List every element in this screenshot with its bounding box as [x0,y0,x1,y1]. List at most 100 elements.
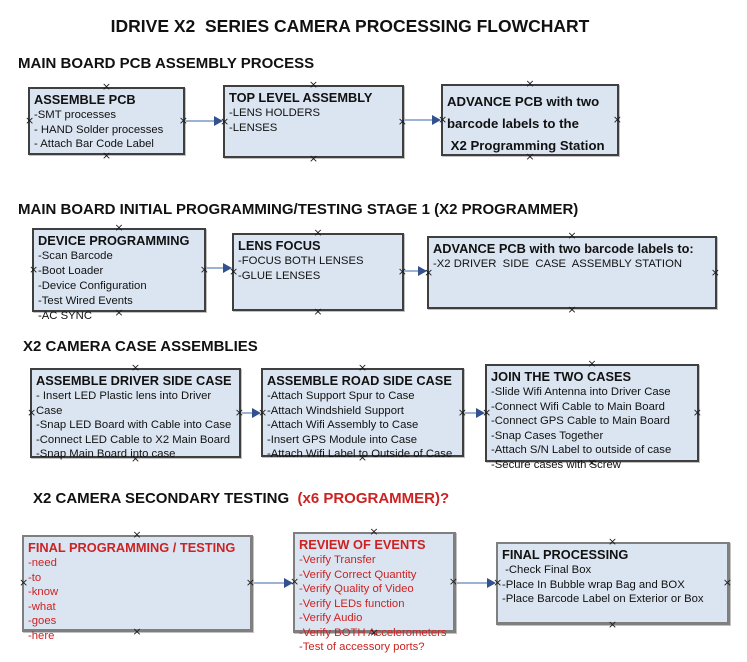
box-title: ASSEMBLE ROAD SIDE CASE [267,373,452,388]
arrow-line [457,582,491,584]
box-item: -Snap LED Board with Cable into Case [36,419,232,431]
flow-box-assemble-driver-side-case: ASSEMBLE DRIVER SIDE CASE - Insert LED P… [27,362,244,464]
arrow-line [242,412,256,414]
arrow-line [206,267,227,269]
box-item: -Connect GPS Cable to Main Board [491,415,670,427]
box-item-list: -LENS HOLDERS-LENSES [225,106,402,135]
box-item: -X2 DRIVER SIDE CASE ASSEMBLY STATION [433,258,683,270]
arrow-line [465,412,480,414]
box-item: -know [28,586,59,598]
box-item: -need [28,557,57,569]
arrow-head-icon [284,578,293,588]
anchor-handle-icon: × [313,305,323,318]
box-item: -Verify LEDs function [299,597,405,610]
box-title: ADVANCE PCB with two barcode labels to: [433,241,694,256]
box-item: -Place Barcode Label on Exterior or Box [502,593,704,605]
box-item: -Insert GPS Module into Case [267,433,418,446]
box-item: -Verify Transfer [299,554,376,566]
box-item: -Place In Bubble wrap Bag and BOX [502,578,685,591]
box-item: -Slide Wifi Antenna into Driver Case [491,386,671,398]
box-item-list: -Attach Support Spur to Case-Attach Wind… [263,389,462,462]
section-header-red-part: (x6 PROGRAMMER)? [297,490,450,507]
connector-arrow [457,578,496,588]
box-title: JOIN THE TWO CASES [491,369,632,384]
arrow-head-icon [252,408,261,418]
box-item: -Attach S/N Label to outside of case [491,444,672,456]
arrow-line [404,119,436,121]
connector-arrow [242,408,261,418]
section-header-secondary-testing: X2 CAMERA SECONDARY TESTING (x6 PROGRAMM… [33,490,449,507]
arrow-head-icon [418,266,427,276]
box-item: -GLUE LENSES [238,269,321,282]
box-item: -Snap Cases Together [491,429,604,442]
box-item: -Connect LED Cable to X2 Main Board [36,433,231,446]
box-item-list: -Check Final Box -Place In Bubble wrap Ba… [498,563,727,607]
arrow-line [404,270,422,272]
connector-arrow [254,578,293,588]
box-title: FINAL PROCESSING [502,547,629,562]
arrow-head-icon [214,116,223,126]
anchor-handle-icon: × [607,618,618,631]
box-item: -Test Wired Events [38,295,133,307]
flow-box-review-of-events: REVIEW OF EVENTS -Verify Transfer -Verify… [290,526,458,653]
section-header-initial-programming: MAIN BOARD INITIAL PROGRAMMING/TESTING S… [18,201,579,218]
flow-box-assemble-road-side-case: ASSEMBLE ROAD SIDE CASE -Attach Support … [258,362,467,463]
box-item-list: -need -to -know -what -goes -here [24,556,250,643]
box-item: -Attach Support Spur to Case [267,390,415,402]
flow-box-final-processing: FINAL PROCESSING -Check Final Box -Place … [493,536,732,630]
box-item: -Attach Wifi Label to Outside of Case [267,448,453,460]
box-item-list: -SMT processes- HAND Solder processes- A… [30,108,183,152]
box-item: -Scan Barcode [38,250,113,262]
box-item: -Boot Loader [38,265,104,277]
arrow-line [185,120,218,122]
box-item: -AC SYNC [38,310,92,322]
connector-arrow [185,116,223,126]
box-item-list: -Slide Wifi Antenna into Driver Case -Con… [487,385,697,472]
box-title: ADVANCE PCB with two [447,94,600,109]
flow-box-join-the-two-cases: JOIN THE TWO CASES -Slide Wifi Antenna i… [482,358,702,471]
anchor-handle-icon: × [567,303,577,316]
connector-arrow [465,408,485,418]
box-item: -Verify BOTH Accelerometers [299,626,447,639]
box-item: -Check Final Box [502,564,592,576]
box-item: -to [28,571,42,584]
anchor-handle-icon: × [101,149,112,162]
box-item: -goes [28,615,57,627]
box-title: ASSEMBLE DRIVER SIDE CASE [36,373,232,388]
box-item: - HAND Solder processes [34,123,164,136]
box-title: LENS FOCUS [238,238,321,253]
flow-box-top-level-assembly: TOP LEVEL ASSEMBLY -LENS HOLDERS-LENSES … [220,79,407,164]
box-title: REVIEW OF EVENTS [299,537,426,552]
box-item: - Insert LED Plastic lens into Driver Ca… [36,390,215,417]
box-item: barcode labels to the [447,116,579,131]
arrow-line [254,582,288,584]
box-item: -what [28,600,56,613]
box-title: FINAL PROGRAMMING / TESTING [28,540,236,555]
arrow-head-icon [476,408,485,418]
box-item: -Test of accessory ports? [299,641,425,653]
box-item-list: -Scan Barcode -Boot Loader -Device Configu… [34,249,204,324]
arrow-head-icon [487,578,496,588]
anchor-handle-icon: × [308,152,319,165]
box-title: DEVICE PROGRAMMING [38,233,190,248]
section-header-black-part: X2 CAMERA SECONDARY TESTING [33,490,298,507]
box-item: -Verify Audio [299,612,363,624]
box-item: -LENSES [229,121,278,134]
box-title: TOP LEVEL ASSEMBLY [229,90,373,105]
box-item: -Verify Quality of Video [299,583,414,595]
flow-box-advance-pcb-driver-side: ADVANCE PCB with two barcode labels to: … [424,230,720,315]
box-item: -Verify Correct Quantity [299,568,417,581]
arrow-head-icon [432,115,441,125]
box-item: -Snap Main Board into case [36,448,176,460]
box-item: -Device Configuration [38,280,147,292]
box-item: -Connect Wifi Cable to Main Board [491,400,665,413]
section-header-case-assemblies: X2 CAMERA CASE ASSEMBLIES [23,338,258,355]
box-item: X2 Programming Station [447,137,605,153]
box-item: -SMT processes [34,109,117,121]
box-item: -here [28,629,55,642]
flow-box-lens-focus: LENS FOCUS -FOCUS BOTH LENSES-GLUE LENSE… [229,227,407,317]
page-title: IDRIVE X2 SERIES CAMERA PROCESSING FLOWC… [110,16,590,36]
box-title: ASSEMBLE PCB [34,92,136,107]
box-item: -Attach Wifi Assembly to Case [267,419,419,431]
